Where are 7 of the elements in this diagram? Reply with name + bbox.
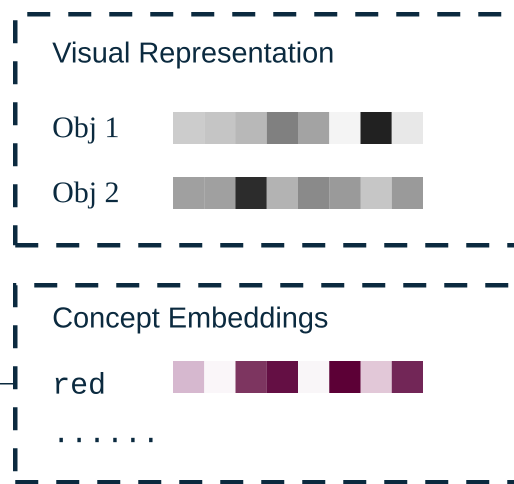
row-label: Obj 2 — [53, 181, 118, 209]
connector-line — [0, 383, 13, 384]
panel-heading: Visual Representation — [52, 42, 332, 68]
row-label: Obj 1 — [53, 116, 118, 144]
token-label: red — [56, 372, 104, 394]
ellipsis-text: ...... — [59, 438, 153, 442]
panel-heading: Concept Embeddings — [54, 306, 328, 334]
